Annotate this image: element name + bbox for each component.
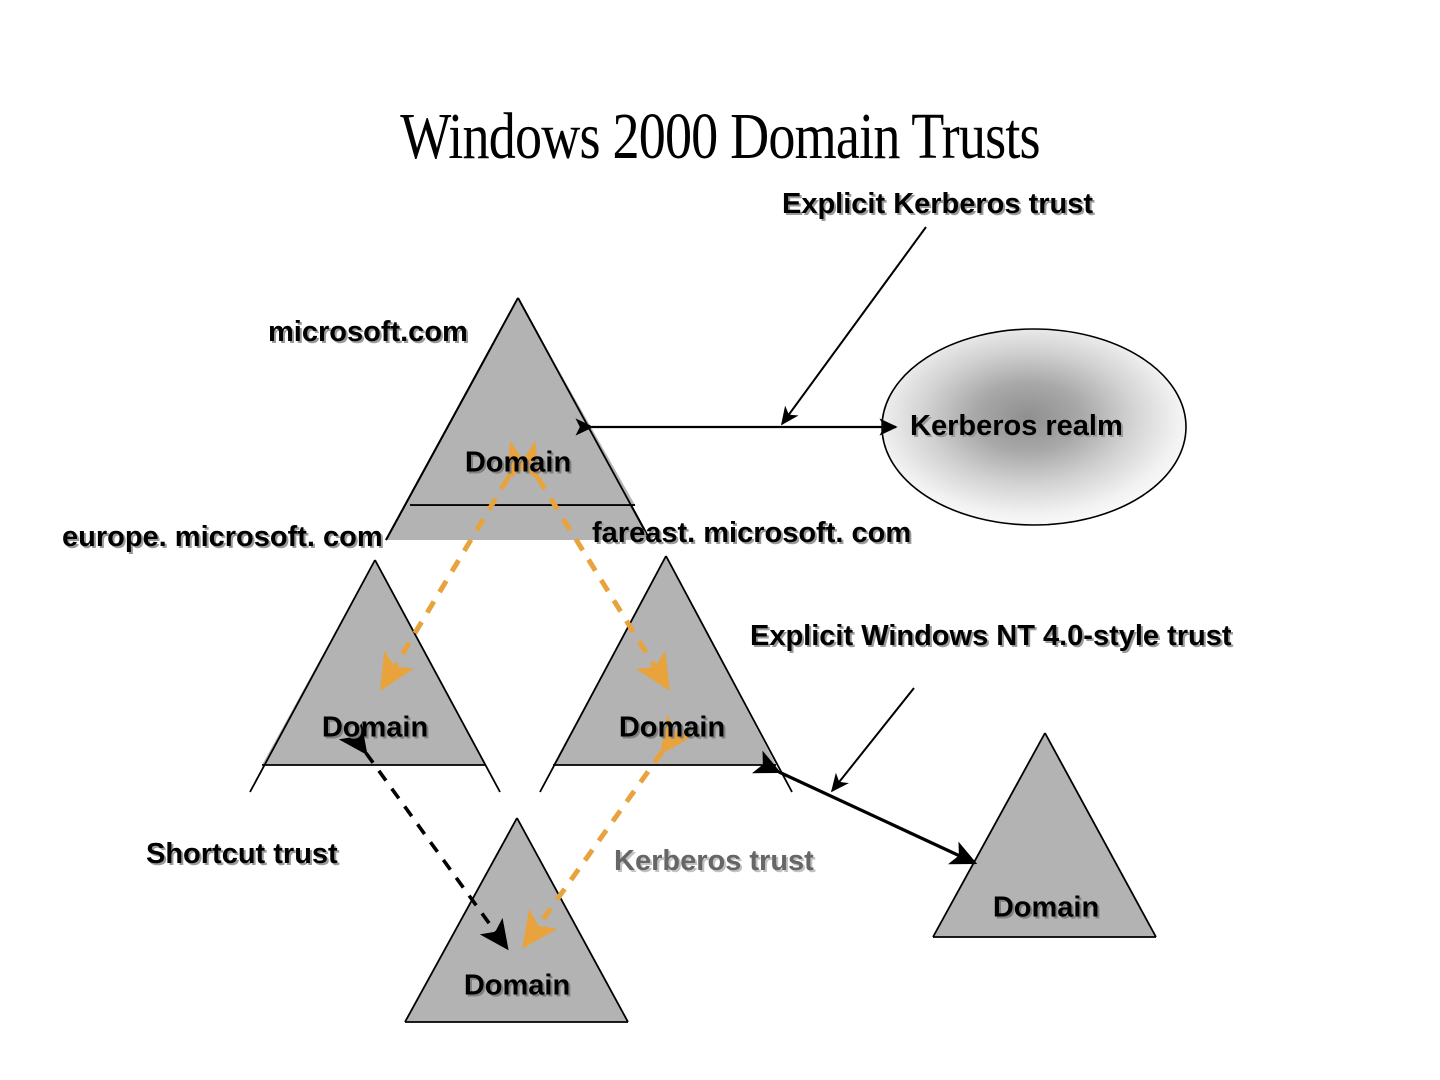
domain-label-fareast: Domain	[618, 711, 726, 744]
trust-line-kerberos-root-europe[interactable]	[379, 440, 541, 691]
trust-line-shortcut[interactable]	[338, 722, 509, 951]
pointer-explicit-kerberos-label	[781, 226, 927, 426]
domain-label-root: Domain	[464, 446, 572, 479]
trust-line-explicit-nt4[interactable]	[751, 750, 978, 865]
page-title: Windows 2000 Domain Trusts	[400, 100, 1040, 173]
trust-line-kerberos-fareast-child[interactable]	[521, 714, 696, 949]
domain-triangle-europe[interactable]	[249, 559, 501, 793]
pointer-explicit-nt4-label	[830, 687, 915, 793]
domain-label-child: Domain	[463, 969, 571, 1002]
label-shortcut-trust: Shortcut trust	[146, 838, 338, 870]
label-kerberos-trust: Kerberos trust	[614, 845, 814, 877]
label-explicit-kerberos-trust: Explicit Kerberos trust	[782, 188, 1094, 220]
label-kerberos-realm: Kerberos realm	[910, 410, 1123, 442]
domain-label-europe: Domain	[321, 711, 429, 744]
label-fareast-microsoft-com: fareast. microsoft. com	[592, 517, 912, 549]
label-microsoft-com: microsoft.com	[268, 316, 468, 348]
domain-triangle-fareast[interactable]	[539, 555, 793, 793]
label-europe-microsoft-com: europe. microsoft. com	[62, 521, 383, 553]
trust-line-kerberos-root-fareast[interactable]	[505, 440, 671, 691]
domain-label-nt4: Domain	[992, 891, 1100, 924]
domain-triangle-nt4[interactable]	[932, 732, 1157, 938]
label-explicit-nt4-trust: Explicit Windows NT 4.0-style trust	[750, 620, 1232, 652]
